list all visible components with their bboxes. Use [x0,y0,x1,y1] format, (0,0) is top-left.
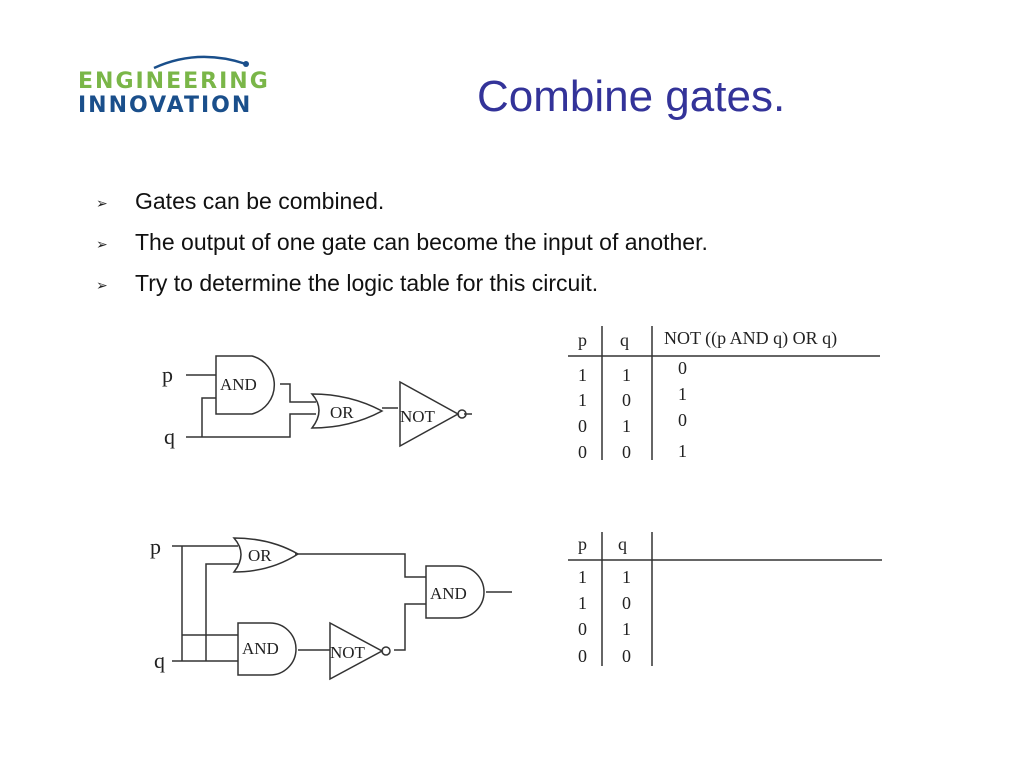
table-cell: 0 [622,390,631,410]
table-header-q: q [618,534,627,554]
table-cell: 0 [578,416,587,436]
table-header-expression: NOT ((p AND q) OR q) [664,328,837,349]
wire [280,383,316,403]
arrowhead-bullet-icon: ➢ [96,277,108,293]
table-cell: 0 [622,593,631,613]
truth-table-1: p q NOT ((p AND q) OR q) 1 1 0 1 0 1 0 1… [568,322,888,472]
input-label-p: p [162,362,173,387]
logo-line1: ENGINEERING [78,69,270,94]
table-cell: 1 [578,567,587,587]
logo-line2: INNOVATION [78,93,252,118]
truth-table-2: p q 1 1 1 0 0 1 0 0 [568,528,888,678]
not-gate-label: NOT [400,407,436,426]
table-cell: 1 [578,390,587,410]
wire [201,397,216,437]
and-gate-label: AND [430,584,467,603]
table-cell: 1 [622,365,631,385]
table-cell: 0 [678,410,687,430]
table-cell: 1 [622,416,631,436]
arrowhead-bullet-icon: ➢ [96,195,108,211]
table-header-p: p [578,534,587,554]
wire [205,563,238,661]
arrowhead-bullet-icon: ➢ [96,236,108,252]
not-gate [329,621,384,681]
wire [295,553,426,578]
input-label-q: q [164,424,175,449]
table-cell: 1 [622,619,631,639]
slide-title: Combine gates. [477,72,786,121]
input-label-p: p [150,534,161,559]
input-label-q: q [154,648,165,673]
circuit-2-diagram: p q OR AND AND NOT [140,528,530,693]
table-cell: 0 [622,442,631,462]
table-cell: 1 [678,384,687,404]
wire [394,603,426,651]
not-gate-bubble [381,646,391,656]
or-gate [310,393,384,429]
and-gate [425,565,485,619]
bullet-text: Try to determine the logic table for thi… [135,270,599,296]
or-gate-label: OR [248,546,272,565]
engineering-innovation-logo: ENGINEERING INNOVATION [74,52,282,118]
table-cell: 1 [578,593,587,613]
table-cell: 0 [622,646,631,666]
table-header-p: p [578,330,587,350]
wire [186,413,316,438]
bullet-text: Gates can be combined. [135,188,385,214]
table-cell: 0 [578,619,587,639]
and-gate-label: AND [242,639,279,658]
and-gate [237,622,297,676]
or-gate-label: OR [330,403,354,422]
table-header-q: q [620,330,629,350]
table-cell: 1 [678,441,687,461]
table-cell: 0 [578,442,587,462]
table-cell: 0 [678,358,687,378]
table-cell: 0 [578,646,587,666]
and-gate [215,355,276,415]
and-gate-label: AND [220,375,257,394]
bullet-text: The output of one gate can become the in… [135,229,708,255]
not-gate [399,380,460,448]
logo-arc-dot [243,61,249,67]
not-gate-label: NOT [330,643,366,662]
table-cell: 1 [578,365,587,385]
table-cell: 1 [622,567,631,587]
not-gate-bubble [457,409,467,419]
or-gate [232,537,300,573]
circuit-1-diagram: p q AND OR NOT [150,340,490,465]
logo-arc [153,55,247,70]
